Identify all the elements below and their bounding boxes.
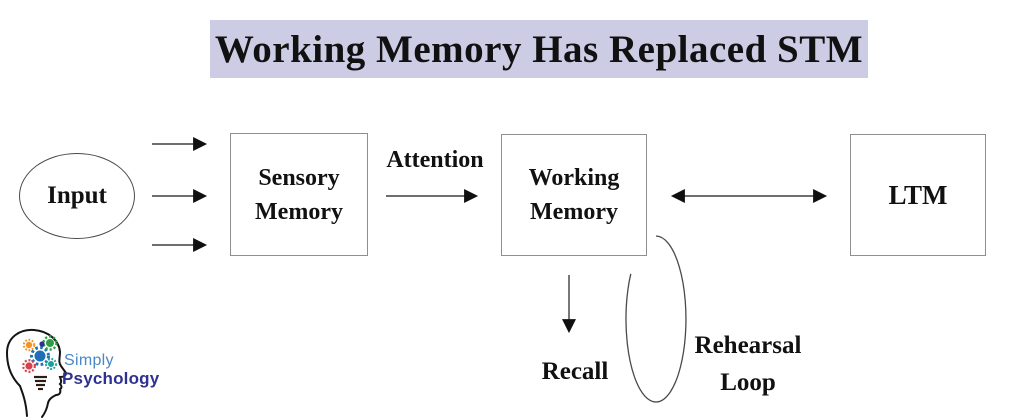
node-working-memory-line1: Working	[528, 165, 620, 191]
gear-icon	[30, 346, 50, 366]
recall-label: Recall	[541, 358, 609, 385]
node-input-label: Input	[47, 182, 107, 209]
logo-text-simply: Simply	[64, 352, 114, 369]
rehearsal-loop-arc	[625, 235, 687, 403]
node-sensory-memory-line2: Memory	[255, 198, 343, 225]
node-ltm-label: LTM	[888, 180, 948, 210]
node-sensory-memory: Sensory Memory	[230, 133, 368, 256]
simply-psychology-logo	[5, 328, 68, 418]
head-profile-icon	[5, 328, 68, 418]
rehearsal-loop-label: Rehearsal Loop	[682, 327, 814, 401]
node-sensory-memory-line1: Sensory	[258, 164, 340, 191]
gear-icon	[45, 358, 57, 370]
gear-icon	[22, 338, 36, 352]
node-input: Input	[19, 153, 135, 239]
attention-label: Attention	[386, 147, 484, 173]
node-working-memory: Working Memory	[501, 134, 647, 256]
gear-icon	[42, 335, 58, 351]
rehearsal-loop-label-line2: Loop	[720, 369, 776, 396]
gear-icon	[22, 359, 36, 373]
logo-text-psychology: Psychology	[62, 369, 160, 388]
title-banner: Working Memory Has Replaced STM	[210, 20, 868, 78]
node-ltm: LTM	[850, 134, 986, 256]
node-working-memory-line2: Memory	[530, 199, 618, 225]
gear-icon	[39, 341, 45, 347]
lightbulb-base-icon	[34, 375, 47, 391]
rehearsal-loop-label-line1: Rehearsal	[694, 332, 802, 359]
page-title: Working Memory Has Replaced STM	[214, 27, 864, 71]
